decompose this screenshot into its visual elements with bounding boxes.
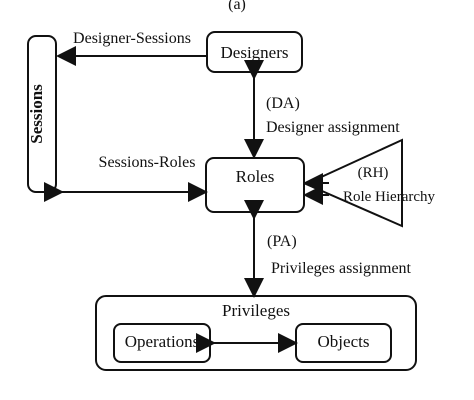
roles-label: Roles: [236, 167, 275, 186]
designer-assignment-label: Designer assignment: [266, 119, 400, 136]
designer-sessions-label: Designer-Sessions: [73, 30, 191, 47]
top-fragment-label: (a): [228, 0, 246, 13]
rh-code-label: (RH): [358, 165, 389, 181]
privileges-assignment-label: Privileges assignment: [271, 260, 412, 277]
objects-label: Objects: [318, 332, 370, 351]
pa-code-label: (PA): [267, 233, 297, 250]
role-hierarchy-label: Role Hierarchy: [343, 189, 436, 205]
privileges-label: Privileges: [222, 301, 290, 320]
operations-label: Operations: [125, 332, 200, 351]
sessions-box: [27, 35, 57, 193]
role-hierarchy-triangle: [303, 138, 403, 228]
designers-label: Designers: [221, 43, 289, 62]
da-code-label: (DA): [266, 95, 300, 112]
sessions-label: Sessions: [27, 84, 46, 144]
sessions-roles-label: Sessions-Roles: [99, 154, 196, 171]
